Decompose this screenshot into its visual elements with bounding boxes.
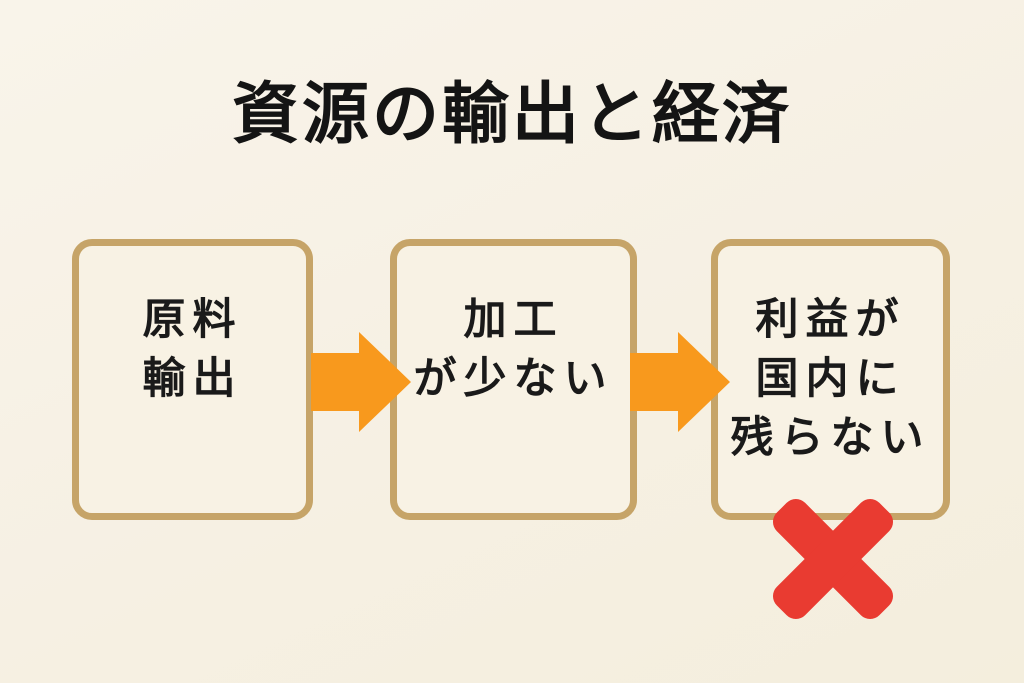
diagram-title: 資源の輸出と経済	[232, 77, 792, 152]
step-label-line: 原料	[142, 296, 243, 344]
step-label-line: が少ない	[413, 355, 614, 403]
flow-step-raw-material-export: 原料 輸出	[72, 239, 313, 520]
arrow-right-shape	[630, 332, 730, 432]
step-label-line: 残らない	[730, 414, 931, 462]
step-label-line: 輸出	[142, 355, 243, 403]
x-mark-stroke	[772, 498, 894, 620]
arrow-right-shape	[311, 332, 411, 432]
x-mark-icon	[772, 498, 894, 620]
flow-step-profit-not-retained: 利益が 国内に 残らない	[711, 239, 950, 520]
flow-step-little-processing: 加工 が少ない	[390, 239, 637, 520]
step-label-line: 国内に	[755, 355, 906, 403]
arrow-right-icon	[630, 332, 730, 432]
arrow-right-icon	[311, 332, 411, 432]
step-label-line: 加工	[463, 296, 564, 344]
step-label-line: 利益が	[755, 296, 906, 344]
